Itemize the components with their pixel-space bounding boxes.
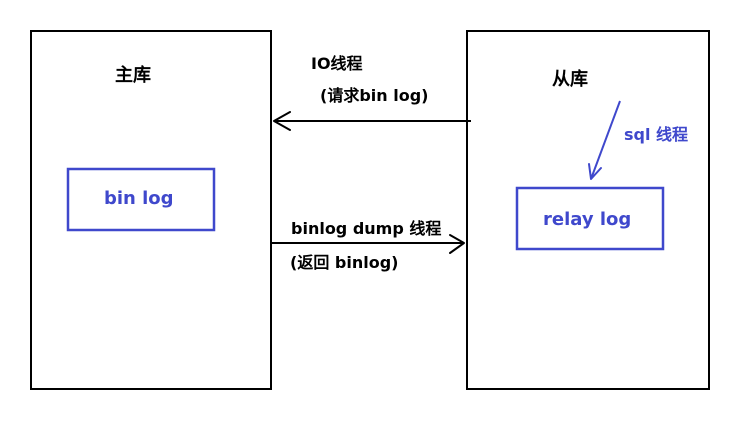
relaylog-box <box>515 186 665 251</box>
binlog-box <box>66 167 216 232</box>
sql-thread-arrow-line <box>590 100 621 180</box>
sql-thread-arrow-head <box>588 163 602 180</box>
io-thread-sublabel: (请求bin log) <box>320 86 429 105</box>
sql-thread-arrow <box>588 100 621 180</box>
dump-thread-sublabel: (返回 binlog) <box>290 253 399 272</box>
sql-thread-label: sql 线程 <box>624 125 689 144</box>
io-thread-label: IO线程 <box>311 54 363 73</box>
slave-box <box>466 30 710 390</box>
dump-thread-label: binlog dump 线程 <box>291 219 442 238</box>
binlog-label: bin log <box>104 188 174 209</box>
relaylog-label: relay log <box>543 209 632 230</box>
master-title: 主库 <box>115 65 151 86</box>
io-thread-arrow-head <box>273 111 291 131</box>
io-thread-arrow <box>273 111 471 131</box>
slave-title: 从库 <box>552 69 588 90</box>
dump-thread-arrow <box>271 234 465 254</box>
dump-thread-arrow-head <box>449 234 465 254</box>
master-box <box>30 30 272 390</box>
